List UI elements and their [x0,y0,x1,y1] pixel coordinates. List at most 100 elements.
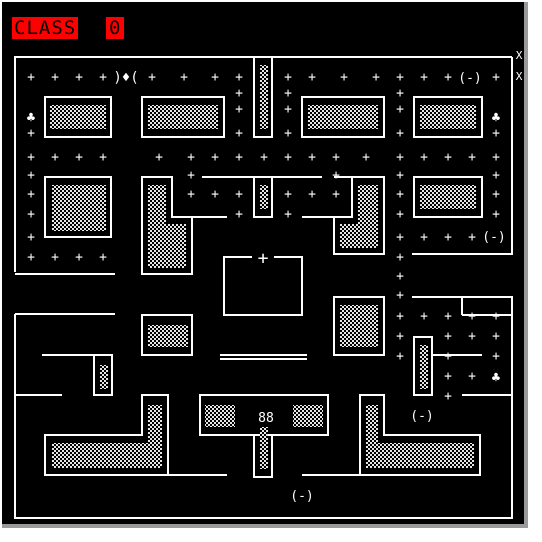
pellet-dot: + [284,207,292,222]
pellet-dot: + [396,187,404,202]
pellet-dot: + [235,207,243,222]
pellet-dot: + [492,349,500,364]
life-marker: X [516,70,523,83]
player-sprite: )♦( [113,70,138,86]
pellet-dot: + [211,150,219,165]
pellet-dot: + [332,150,340,165]
pellet-dot: + [148,70,156,85]
pellet-dot: + [492,168,500,183]
pellet-dot: + [27,207,35,222]
pellet-dot: + [444,389,452,404]
pellet-dot: + [235,150,243,165]
pellet-dot: + [27,230,35,245]
pellet-dot: + [468,329,476,344]
class-label: CLASS [12,17,79,39]
pellet-dot: + [468,150,476,165]
pellet-dot: + [420,70,428,85]
pellet-dot: + [99,150,107,165]
pellet-dot: + [396,207,404,222]
hud-score: CLASS 0 [12,17,125,39]
pellet-dot: + [396,126,404,141]
pellet-dot: + [27,168,35,183]
pellet-dot: + [99,70,107,85]
pellet-dot: + [51,150,59,165]
pellet-dot: + [396,150,404,165]
pellet-dot: + [444,329,452,344]
pellet-dot: + [51,70,59,85]
power-pellet: ♣ [27,110,36,126]
pellet-dot: + [492,207,500,222]
pellet-dot: + [396,269,404,284]
pellet-dot: + [187,168,195,183]
pellet-dot: + [27,126,35,141]
pellet-dot: + [396,168,404,183]
pellet-dot: + [396,86,404,101]
pellet-dot: + [444,230,452,245]
pellet-dot: + [444,369,452,384]
pellet-dot: + [468,309,476,324]
pellet-dot: + [332,187,340,202]
bonus-item: (-) [458,71,481,86]
center-counter: 88 [258,411,274,426]
maze: + + + + + + + + + + + + + + + + + + + + + + + + + + + + + + + + + + + + + + + +… [14,49,523,519]
pellet-dot: + [75,250,83,265]
pellet-dot: + [396,250,404,265]
ghost-door-marker: + [258,248,269,269]
maze-walls [14,56,513,519]
pellet-dot: + [27,70,35,85]
pellet-dot: + [396,349,404,364]
pellet-dot: + [340,70,348,85]
pellet-dot: + [284,150,292,165]
pellet-dots: + + + + + + + + + + + + + + + + + + + + + + + + + + + + + + + + + + + + + + + +… [27,70,500,404]
pellet-dot: + [492,309,500,324]
pellet-dot: + [396,309,404,324]
pellet-dot: + [420,150,428,165]
pellet-dot: + [260,150,268,165]
pellet-dot: + [75,70,83,85]
pellet-dot: + [27,187,35,202]
maze-blocks [50,65,476,469]
pellet-dot: + [51,250,59,265]
pellet-dot: + [372,70,380,85]
pellet-dot: + [75,150,83,165]
bonus-item: (-) [290,489,313,504]
pellet-dot: + [235,86,243,101]
pellet-dot: + [420,230,428,245]
pellet-dot: + [468,230,476,245]
pellet-dot: + [99,250,107,265]
pellet-dot: + [284,102,292,117]
pellet-dot: + [444,150,452,165]
pellet-dot: + [444,70,452,85]
pellet-dot: + [27,150,35,165]
pellet-dot: + [396,70,404,85]
pellet-dot: + [284,126,292,141]
game-screen: + + + + + + + + + + + + + + + + + + + + + + + + + + + + + + + + + + + + + + + +… [2,2,528,528]
pellet-dot: + [235,187,243,202]
pellet-dot: + [284,86,292,101]
pellet-dot: + [308,187,316,202]
pellet-dot: + [468,369,476,384]
pellet-dot: + [396,230,404,245]
pellet-dot: + [492,329,500,344]
pellet-dot: + [492,187,500,202]
life-marker: X [516,49,523,62]
pellet-dot: + [27,250,35,265]
power-pellet: ♣ [492,370,501,386]
pellet-dot: + [308,150,316,165]
pellet-dot: + [211,187,219,202]
pellet-dot: + [235,126,243,141]
pellet-dot: + [396,329,404,344]
pellet-dot: + [444,309,452,324]
pellet-dot: + [187,150,195,165]
pellet-dot: + [420,309,428,324]
pellet-dot: + [492,126,500,141]
power-pellet: ♣ [492,110,501,126]
pellet-dot: + [308,70,316,85]
pellet-dot: + [444,349,452,364]
pellet-dot: + [235,70,243,85]
pellet-dot: + [332,168,340,183]
pellet-dot: + [396,288,404,303]
pellet-dot: + [396,102,404,117]
bonus-item: (-) [410,409,433,424]
pellet-dot: + [155,150,163,165]
